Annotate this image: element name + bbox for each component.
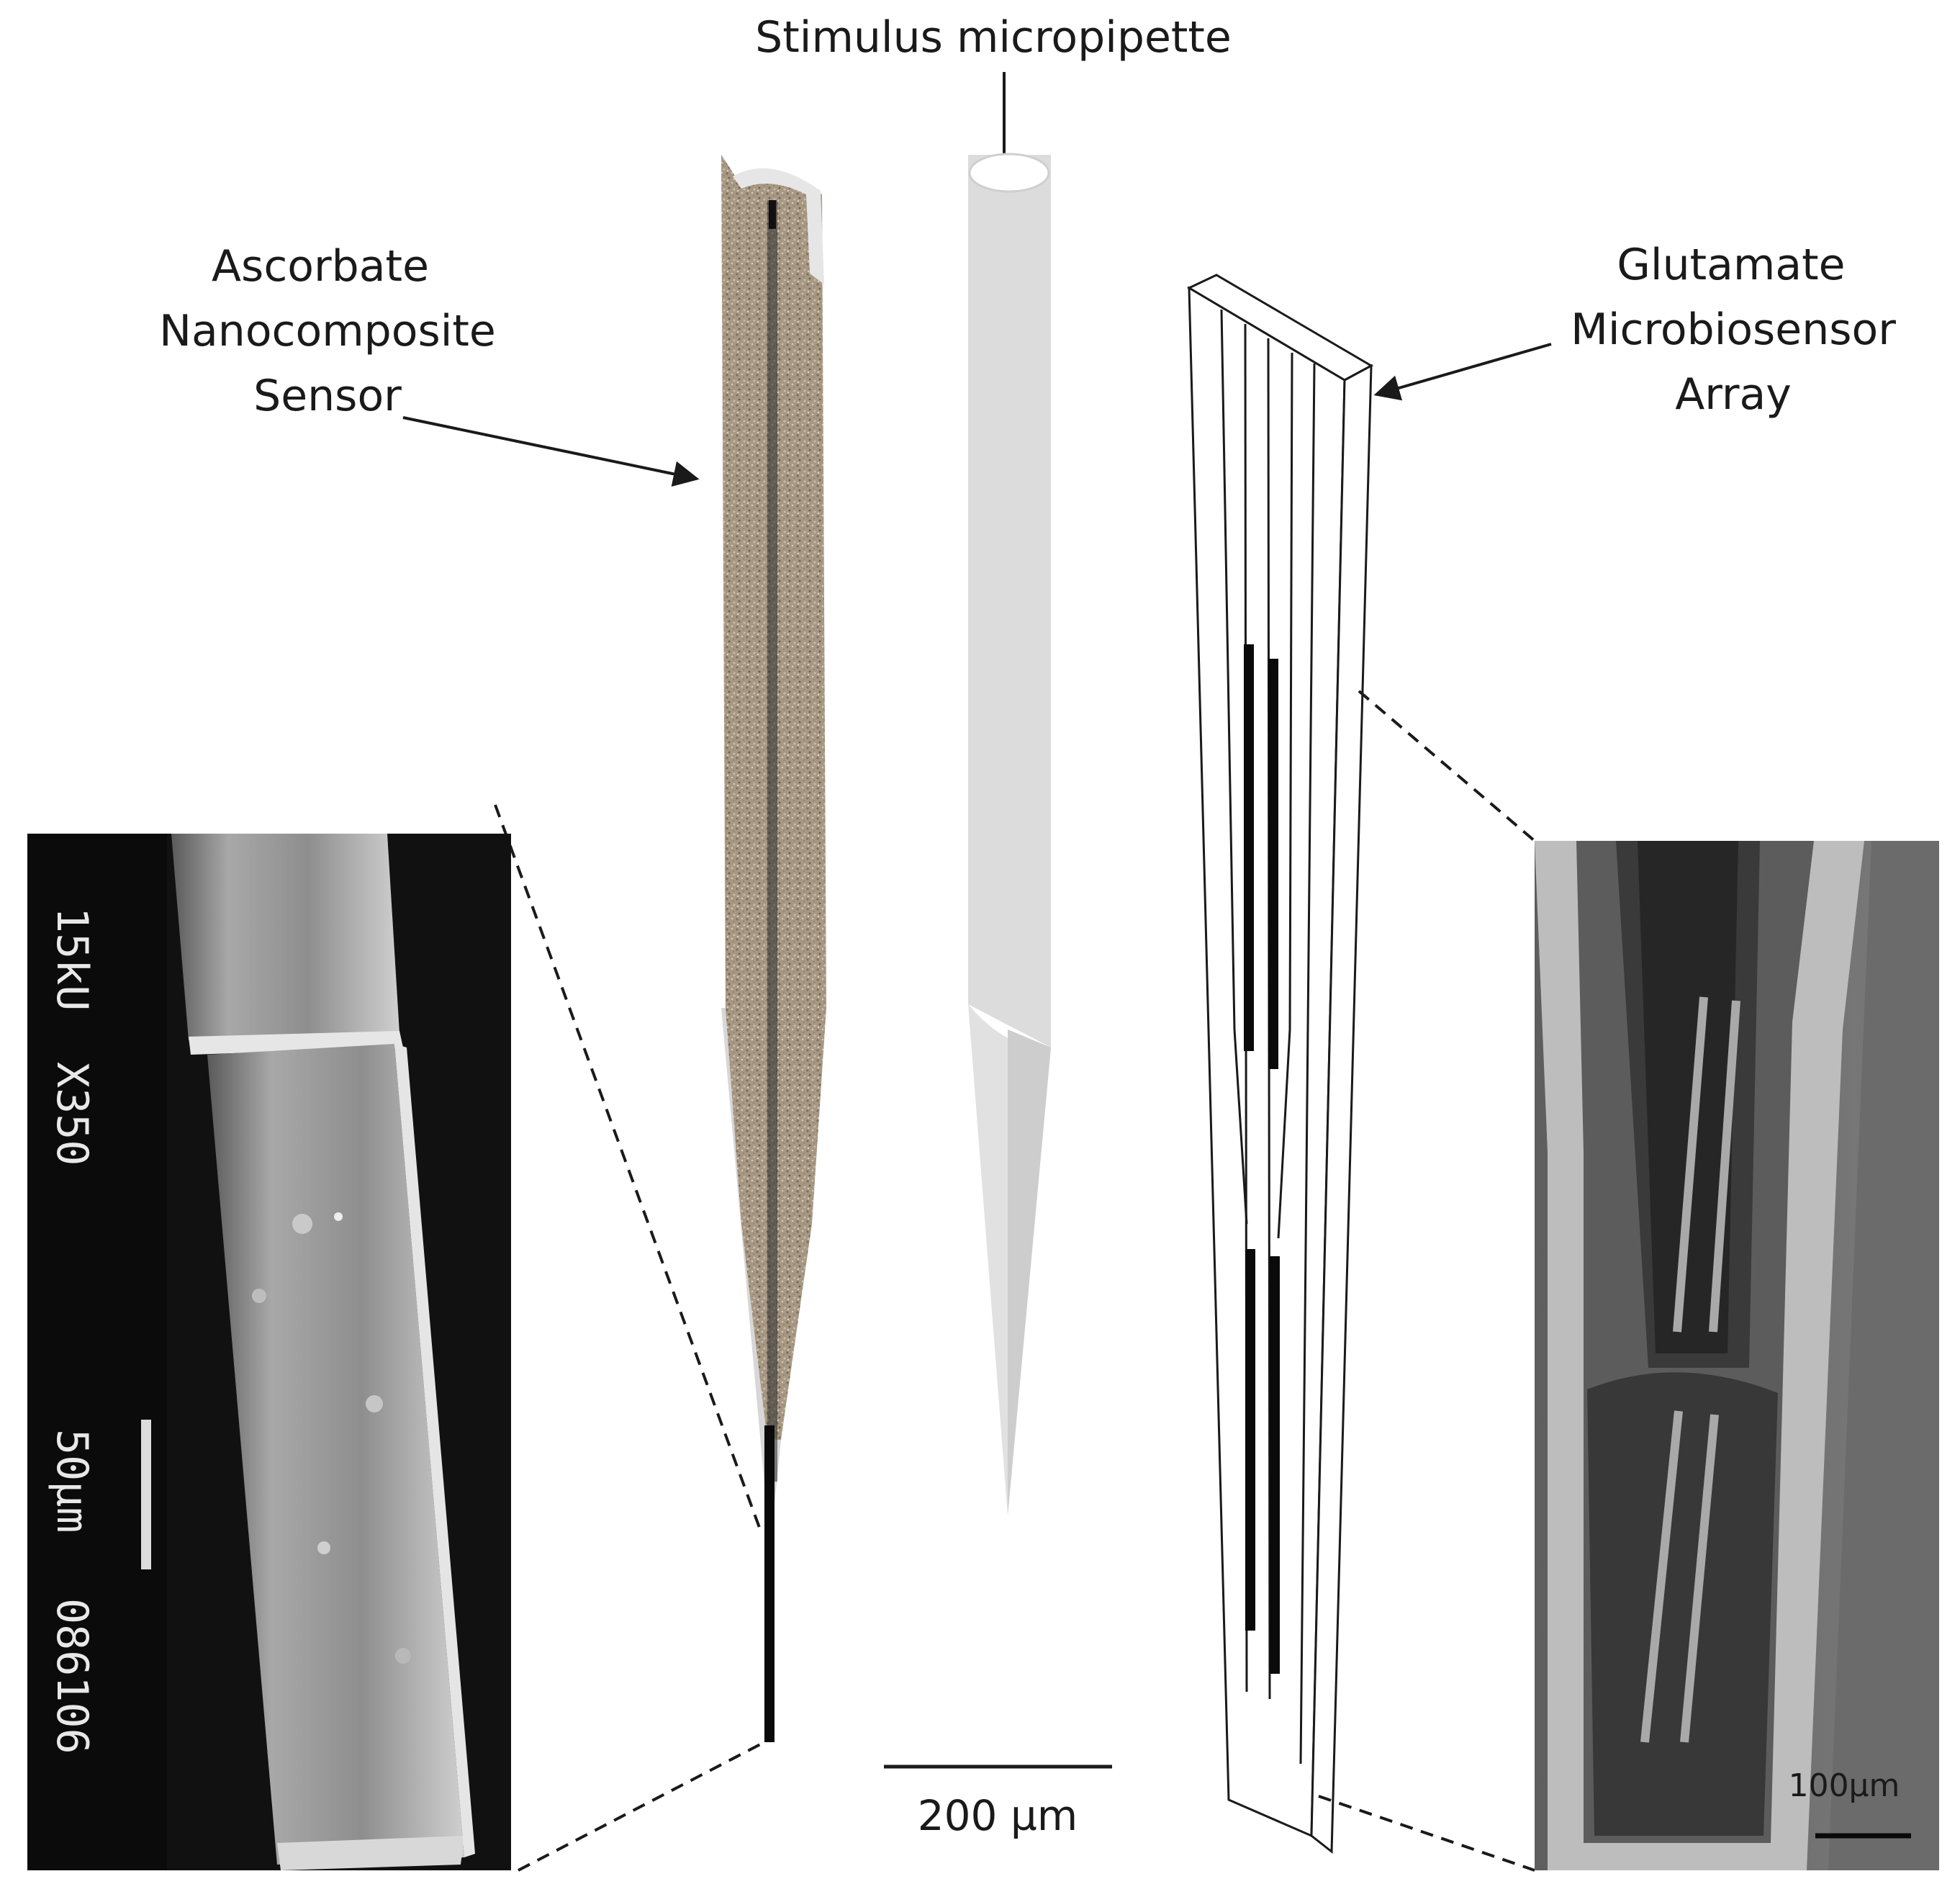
ascorbate-label-line2: Nanocomposite bbox=[159, 306, 496, 356]
sem-left-text-block: 15kU X350 50µm 086106 bbox=[47, 907, 97, 1754]
sem-left-scale-label: 50µm bbox=[47, 1429, 97, 1533]
glutamate-array-drawing bbox=[1186, 274, 1374, 1854]
stimulus-micropipette-drawing bbox=[968, 153, 1051, 1515]
glutamate-recording-sites bbox=[1244, 644, 1280, 1674]
sem-image-right bbox=[1535, 841, 1939, 1870]
sem-left-image-number: 086106 bbox=[47, 1598, 97, 1754]
sem-right-scale-label: 100µm bbox=[1789, 1767, 1900, 1804]
glutamate-label-line3: Array bbox=[1675, 369, 1792, 420]
sem-image-left bbox=[27, 834, 511, 1870]
ascorbate-arrow bbox=[402, 416, 700, 487]
stimulus-micropipette-label: Stimulus micropipette bbox=[755, 12, 1232, 63]
glutamate-arrow bbox=[1373, 343, 1552, 401]
main-scale-bar-label: 200 µm bbox=[918, 1791, 1078, 1840]
ascorbate-label-line3: Sensor bbox=[253, 371, 402, 421]
glutamate-label-line2: Microbiosensor bbox=[1571, 305, 1896, 355]
sem-left-scale-bar bbox=[141, 1420, 151, 1569]
sem-left-magnification: X350 bbox=[47, 1062, 97, 1166]
glutamate-label-line1: Glutamate bbox=[1617, 240, 1845, 290]
sem-left-voltage: 15kU bbox=[47, 907, 97, 1011]
ascorbate-label-line1: Ascorbate bbox=[212, 241, 429, 292]
callout-lines bbox=[494, 690, 1536, 1872]
ascorbate-sensor-drawing bbox=[721, 155, 826, 1742]
